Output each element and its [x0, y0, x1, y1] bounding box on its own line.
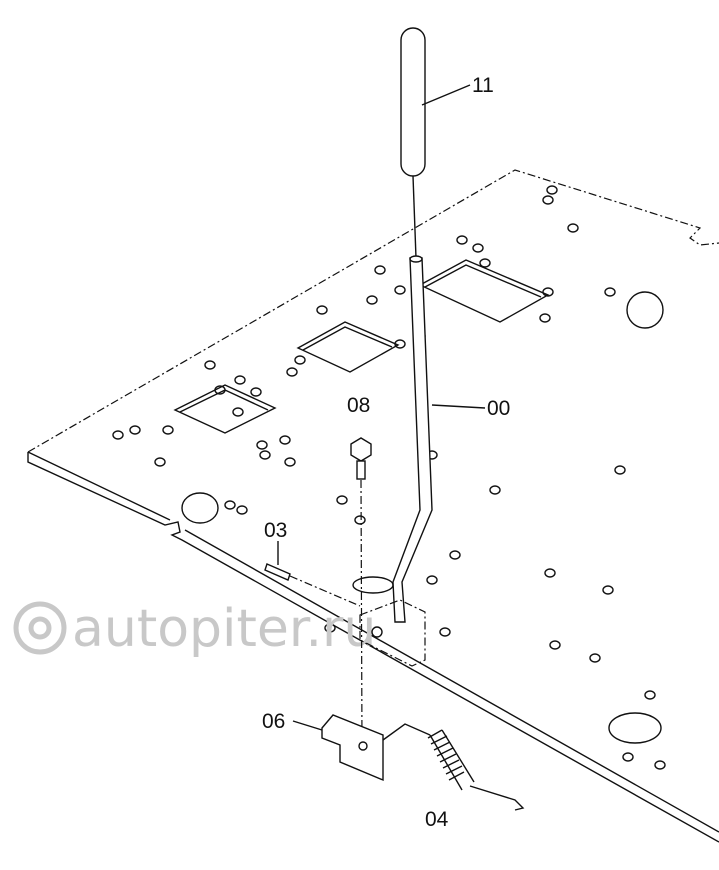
small-hole [449, 550, 461, 560]
small-hole [366, 295, 378, 305]
small-hole [294, 355, 306, 365]
small-hole [539, 313, 551, 323]
spring [382, 723, 525, 811]
small-hole [567, 223, 579, 233]
small-hole [256, 440, 268, 450]
watermark-text: autopiter.ru [72, 599, 376, 659]
small-hole [374, 265, 386, 275]
plate-holes [112, 185, 666, 770]
small-hole [622, 752, 634, 762]
small-hole [354, 515, 366, 525]
small-hole [546, 185, 558, 195]
small-hole [394, 285, 406, 295]
watermark: autopiter.ru [13, 599, 376, 659]
floor-plate [27, 169, 719, 453]
floor-plate-edge [27, 451, 719, 843]
small-hole [279, 435, 291, 445]
small-hole [250, 387, 262, 397]
label-03: 03 [264, 519, 287, 542]
small-hole [604, 287, 616, 297]
small-hole [544, 568, 556, 578]
large-hole [608, 712, 662, 744]
small-hole [549, 640, 561, 650]
label-04: 04 [425, 808, 449, 831]
small-hole [456, 235, 468, 245]
watermark-logo-icon [13, 601, 67, 655]
small-hole [232, 407, 244, 417]
small-hole [162, 425, 174, 435]
small-hole [236, 505, 248, 515]
label-06: 06 [262, 710, 285, 733]
small-hole [204, 360, 216, 370]
label-11: 11 [472, 74, 494, 97]
small-hole [259, 450, 271, 460]
small-hole [336, 495, 348, 505]
small-hole [542, 195, 554, 205]
small-hole [394, 339, 406, 349]
small-hole [426, 575, 438, 585]
lever-block [359, 599, 426, 667]
small-hole [324, 623, 336, 633]
small-hole [316, 305, 328, 315]
small-hole [589, 653, 601, 663]
shift-lever [392, 257, 433, 623]
handle-grip [400, 27, 426, 177]
bracket [321, 714, 384, 782]
small-hole [214, 385, 226, 395]
small-hole [489, 485, 501, 495]
small-hole [224, 500, 236, 510]
small-hole [602, 585, 614, 595]
label-00: 00 [487, 397, 510, 420]
bolt [350, 437, 372, 480]
small-hole [479, 258, 491, 268]
small-hole [439, 627, 451, 637]
small-hole [654, 760, 666, 770]
small-hole [129, 425, 141, 435]
large-hole [181, 492, 219, 524]
small-hole [112, 430, 124, 440]
small-hole [284, 457, 296, 467]
large-hole [626, 291, 664, 329]
small-hole [234, 375, 246, 385]
small-hole [644, 690, 656, 700]
small-hole [472, 243, 484, 253]
small-hole [614, 465, 626, 475]
small-hole [542, 287, 554, 297]
pin [264, 563, 361, 607]
small-hole [286, 367, 298, 377]
label-08: 08 [347, 394, 370, 417]
small-hole [154, 457, 166, 467]
